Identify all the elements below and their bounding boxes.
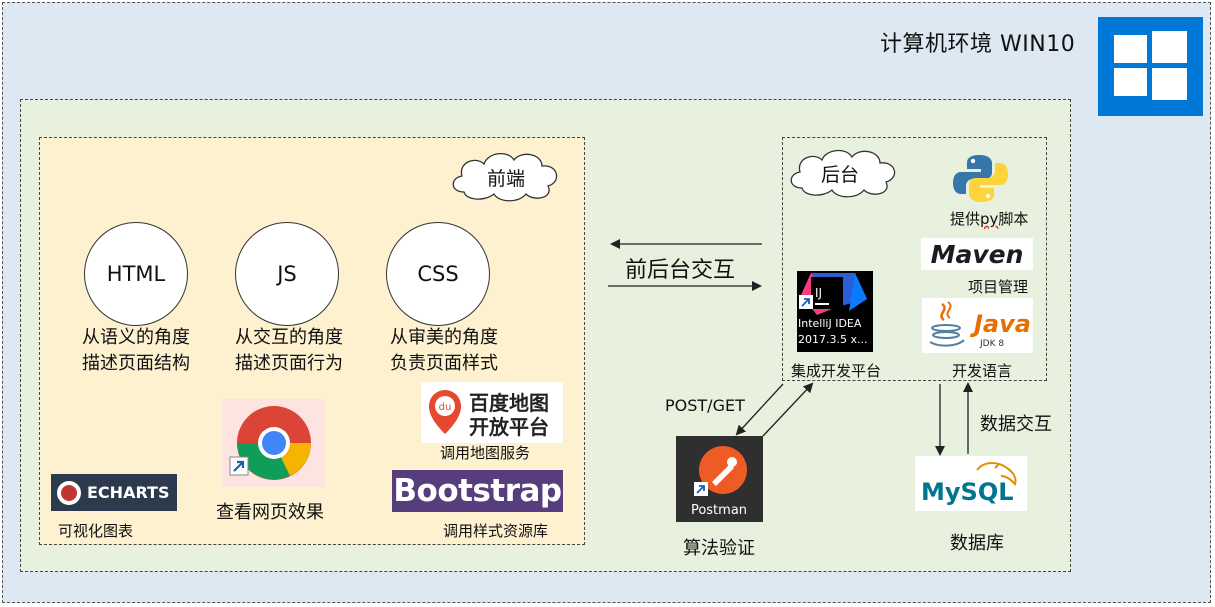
baidu-badge: du: [439, 402, 452, 413]
idea-badge: IJ: [815, 286, 822, 300]
interaction-label: 前后台交互: [625, 258, 736, 283]
backend-cloud-shape: [790, 149, 896, 198]
backend-cloud-label: 后台: [820, 164, 859, 186]
java-logo-icon: Java JDK 8: [922, 298, 1033, 353]
css-circle: CSS: [386, 222, 490, 326]
java-logo-text: Java: [970, 310, 1031, 338]
idea-caption: 集成开发平台: [791, 362, 882, 380]
echarts-logo-icon: ECHARTS: [51, 474, 177, 511]
postman-caption: 算法验证: [683, 538, 755, 559]
java-caption: 开发语言: [952, 362, 1013, 380]
baidu-logo-line1: 百度地图: [469, 391, 549, 415]
frontend-cloud-label: 前端: [486, 168, 525, 190]
postman-logo-text: Postman: [691, 503, 747, 518]
maven-logo-icon: Maven: [921, 238, 1033, 270]
bootstrap-logo-icon: Bootstrap: [392, 470, 563, 512]
postman-logo-icon: Postman: [676, 436, 763, 522]
baidu-map-logo-icon: du 百度地图 开放平台: [421, 382, 563, 443]
python-caption: 提供py脚本: [950, 210, 1029, 228]
html-circle: HTML: [84, 222, 188, 326]
frontend-cloud-shape: [452, 153, 558, 202]
maven-caption: 项目管理: [968, 278, 1029, 296]
js-circle: JS: [235, 222, 339, 326]
baidu-logo-line2: 开放平台: [469, 415, 549, 439]
database-caption: 数据库: [950, 533, 1004, 554]
chrome-logo-icon: [222, 399, 325, 487]
data-exchange-label: 数据交互: [980, 414, 1052, 435]
mysql-logo-text: MySQL: [921, 478, 1014, 506]
java-jdk-label: JDK 8: [979, 339, 1004, 349]
post-get-label: POST/GET: [665, 396, 745, 415]
environment-title: 计算机环境 WIN10: [880, 32, 1076, 57]
idea-line2: 2017.3.5 x...: [798, 333, 867, 346]
python-logo-icon: [951, 152, 1010, 205]
windows-logo-icon: [1098, 17, 1203, 116]
intellij-idea-logo-icon: IJ IntelliJ IDEA 2017.3.5 x...: [797, 271, 873, 352]
bootstrap-caption: 调用样式资源库: [443, 522, 549, 540]
echarts-caption: 可视化图表: [58, 522, 134, 540]
html-description: 从语义的角度 描述页面结构: [82, 327, 190, 374]
baidu-caption: 调用地图服务: [440, 444, 531, 462]
backend-region: [782, 137, 1047, 381]
css-description: 从审美的角度 负责页面样式: [390, 327, 498, 374]
js-description: 从交互的角度 描述页面行为: [235, 327, 343, 374]
idea-line1: IntelliJ IDEA: [798, 317, 862, 330]
mysql-logo-icon: MySQL: [915, 456, 1027, 511]
chrome-caption: 查看网页效果: [216, 502, 324, 523]
